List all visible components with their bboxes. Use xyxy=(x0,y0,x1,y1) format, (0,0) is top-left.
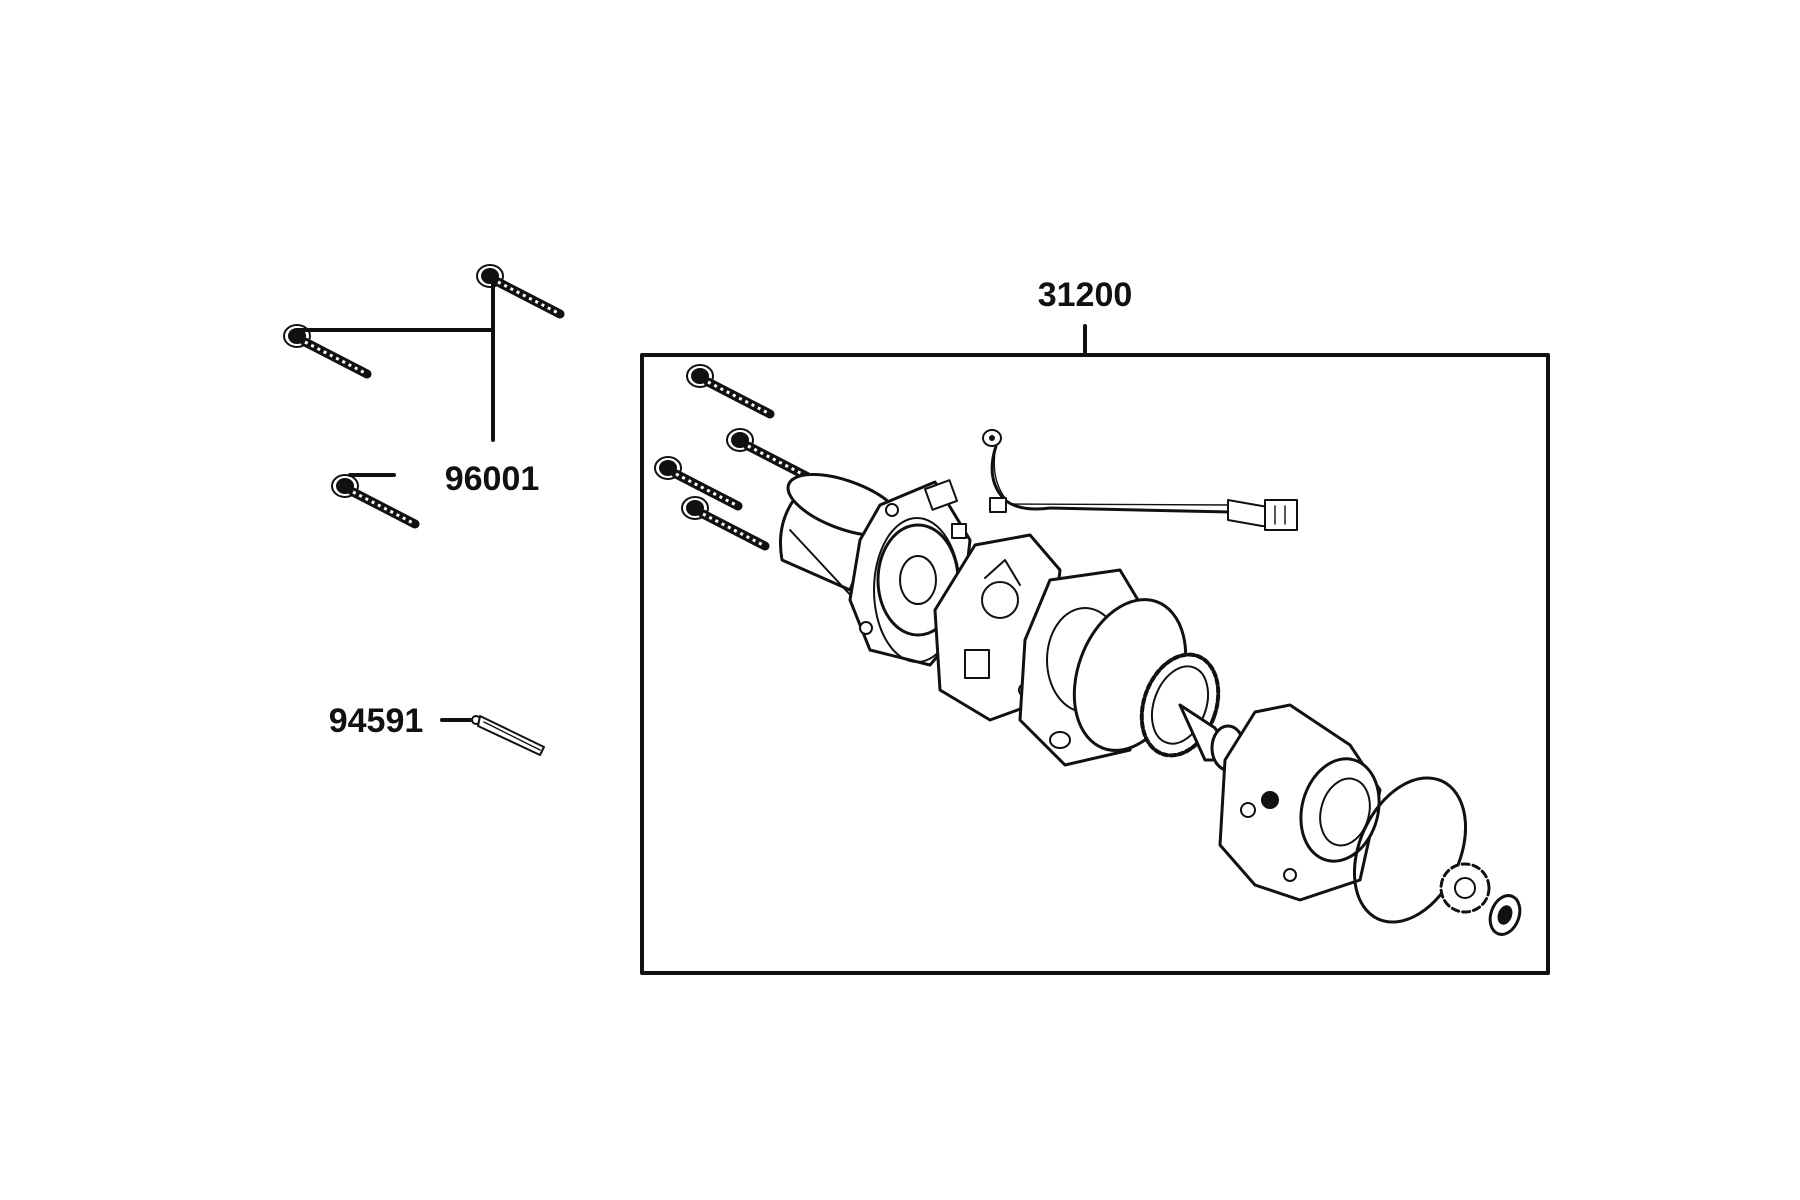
pin-94591 xyxy=(440,715,545,756)
callout-96001: 96001 xyxy=(445,460,540,498)
starter-motor-assembly xyxy=(655,365,1522,936)
pinion-sprocket xyxy=(1439,862,1491,914)
screw-4 xyxy=(682,497,765,546)
assembly-frame xyxy=(640,353,1550,975)
screw-1 xyxy=(687,365,770,414)
bearing xyxy=(1488,894,1522,936)
bolt-left xyxy=(284,325,367,374)
wire-harness xyxy=(982,429,1298,531)
callout-94591: 94591 xyxy=(329,702,424,740)
bolt-group-96001 xyxy=(284,265,560,524)
screw-2 xyxy=(727,429,810,478)
callout-31200: 31200 xyxy=(1038,276,1133,314)
bolt-lower xyxy=(332,475,415,524)
bolt-top xyxy=(477,265,560,314)
rear-housing xyxy=(1218,703,1382,902)
